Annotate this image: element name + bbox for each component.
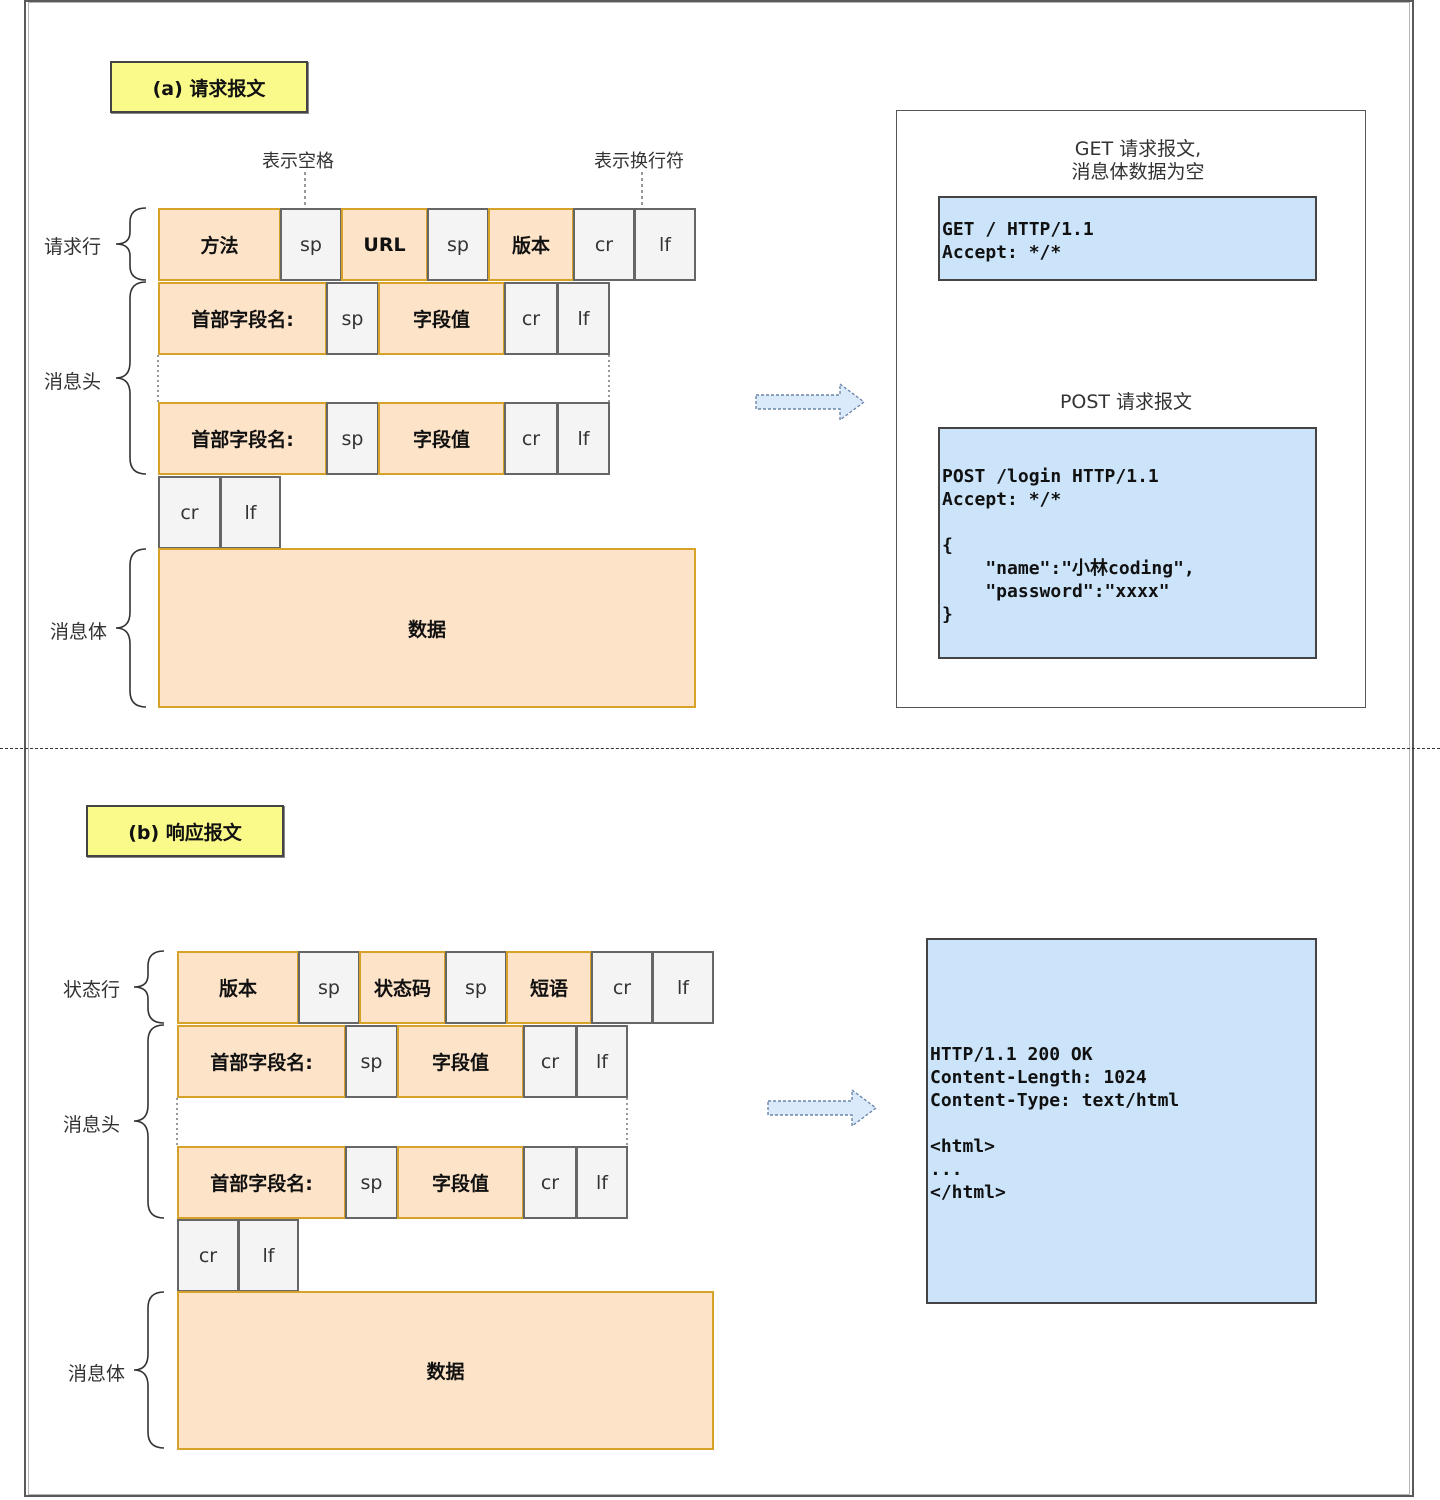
request-line-label: 请求行 [44,236,102,258]
response-title: (b) 响应报文 [86,805,284,857]
version-field: 版本 [177,951,299,1024]
lf-separator: lf [576,1025,628,1098]
newline-note: 表示换行符 [594,151,684,172]
get-request-code: GET / HTTP/1.1 Accept: */* [938,196,1317,281]
sp-separator: sp [445,951,507,1024]
cr-separator: cr [523,1025,577,1098]
header-name-field: 首部字段名: [158,282,327,355]
space-note: 表示空格 [262,151,334,172]
response-body-brace [133,1291,165,1449]
sp-separator: sp [427,208,489,281]
header-name-field: 首部字段名: [177,1146,346,1219]
status-code-field: 状态码 [359,951,446,1024]
lf-separator: lf [557,282,610,355]
request-header-label: 消息头 [44,371,102,393]
phrase-field: 短语 [506,951,592,1024]
status-line-brace [133,950,165,1024]
header-name-field: 首部字段名: [158,402,327,475]
sp-separator: sp [298,951,360,1024]
sp-separator: sp [326,282,379,355]
post-request-code: POST /login HTTP/1.1 Accept: */* { "name… [938,427,1317,659]
header-value-field: 字段值 [378,282,505,355]
lf-separator: lf [238,1219,299,1292]
sp-separator: sp [345,1146,398,1219]
status-line-label: 状态行 [63,979,121,1001]
request-title: (a) 请求报文 [110,61,308,113]
request-body-brace [115,548,147,708]
cr-separator: cr [158,476,221,549]
request-line-brace [115,207,147,281]
header-name-field: 首部字段名: [177,1025,346,1098]
lf-separator: lf [576,1146,628,1219]
get-caption-line2: 消息体数据为空 [1071,161,1205,183]
response-code: HTTP/1.1 200 OK Content-Length: 1024 Con… [926,938,1317,1304]
lf-separator: lf [652,951,714,1024]
method-field: 方法 [158,208,281,281]
sp-separator: sp [326,402,379,475]
section-divider [0,748,1440,749]
response-header-label: 消息头 [63,1114,121,1136]
response-body-field: 数据 [177,1291,714,1450]
post-caption: POST 请求报文 [1059,391,1193,413]
header-value-field: 字段值 [397,1025,524,1098]
cr-separator: cr [504,402,558,475]
response-arrow-icon [767,1088,878,1128]
response-body-label: 消息体 [68,1363,126,1385]
response-header-brace [133,1024,165,1219]
cr-separator: cr [523,1146,577,1219]
sp-separator: sp [345,1025,398,1098]
version-field: 版本 [488,208,574,281]
request-body-field: 数据 [158,548,696,708]
header-value-field: 字段值 [397,1146,524,1219]
request-arrow-icon [755,382,866,422]
cr-separator: cr [573,208,635,281]
header-value-field: 字段值 [378,402,505,475]
lf-separator: lf [634,208,696,281]
url-field: URL [341,208,428,281]
lf-separator: lf [220,476,281,549]
request-body-label: 消息体 [50,621,108,643]
lf-separator: lf [557,402,610,475]
request-header-brace [115,281,147,475]
get-caption: GET 请求报文, 消息体数据为空 [896,138,1380,184]
sp-separator: sp [280,208,342,281]
cr-separator: cr [504,282,558,355]
cr-separator: cr [591,951,653,1024]
get-caption-line1: GET 请求报文, [1074,138,1202,160]
cr-separator: cr [177,1219,239,1292]
